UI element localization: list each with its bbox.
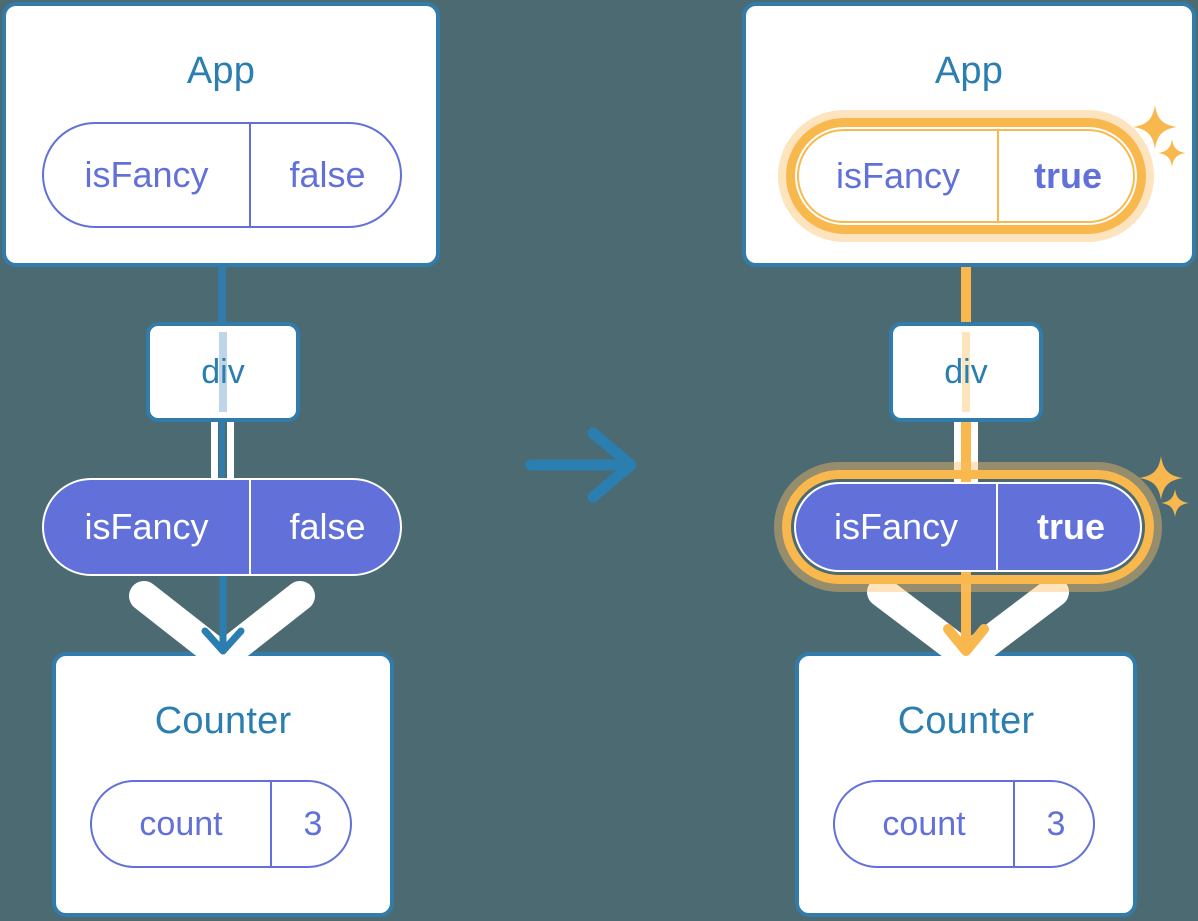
prop-key-before: isFancy bbox=[84, 506, 209, 547]
connector-div-to-prop-after bbox=[961, 418, 971, 488]
div-inner-line-before bbox=[219, 332, 227, 412]
sparkle-large-icon-prop bbox=[1139, 456, 1183, 500]
connector-app-to-div-before bbox=[218, 255, 226, 327]
div-label-after: div bbox=[944, 352, 988, 391]
prop-rail-left-before bbox=[211, 418, 218, 488]
counter-state-pill-after[interactable]: count 3 bbox=[833, 780, 1095, 868]
prop-flow-chevron-before bbox=[129, 581, 315, 668]
prop-rail-right-before bbox=[227, 418, 234, 488]
prop-rail-right-after bbox=[971, 418, 978, 488]
arrow-right-icon bbox=[525, 427, 637, 503]
app-state-value-before: false bbox=[249, 124, 404, 226]
highlight-ring-app-after bbox=[786, 118, 1146, 234]
prop-pill-before[interactable]: isFancy false bbox=[42, 478, 402, 576]
highlight-ring-prop-after bbox=[782, 470, 1154, 584]
prop-rail-left-after bbox=[954, 418, 961, 488]
app-state-key-after: isFancy bbox=[835, 155, 961, 196]
prop-key-after: isFancy bbox=[833, 506, 959, 547]
prop-pill-after[interactable]: isFancy true bbox=[794, 482, 1142, 572]
prop-value-before: false bbox=[249, 480, 404, 574]
prop-flow-chevron-after bbox=[867, 578, 1069, 668]
sparkle-small-icon-prop bbox=[1161, 489, 1189, 517]
div-host-after: div bbox=[889, 322, 1043, 422]
prop-flow-arrow-before bbox=[201, 565, 245, 655]
connector-div-to-prop-before bbox=[219, 418, 225, 488]
counter-state-value-after: 3 bbox=[1013, 782, 1097, 866]
app-state-pill-after[interactable]: isFancy true bbox=[797, 129, 1135, 223]
app-state-value-after: true bbox=[997, 131, 1137, 221]
connector-app-to-div-after bbox=[961, 228, 971, 328]
div-host-before: div bbox=[146, 322, 300, 422]
app-state-pill-before[interactable]: isFancy false bbox=[42, 122, 402, 228]
app-state-key-before: isFancy bbox=[84, 154, 209, 195]
counter-state-key-after: count bbox=[882, 804, 966, 843]
counter-box-after bbox=[795, 652, 1137, 917]
div-label-before: div bbox=[201, 352, 245, 391]
counter-state-pill-before[interactable]: count 3 bbox=[90, 780, 352, 868]
prop-value-after: true bbox=[996, 484, 1144, 570]
counter-state-key-before: count bbox=[139, 804, 223, 843]
div-inner-line-after bbox=[962, 332, 970, 412]
counter-state-value-before: 3 bbox=[270, 782, 354, 866]
